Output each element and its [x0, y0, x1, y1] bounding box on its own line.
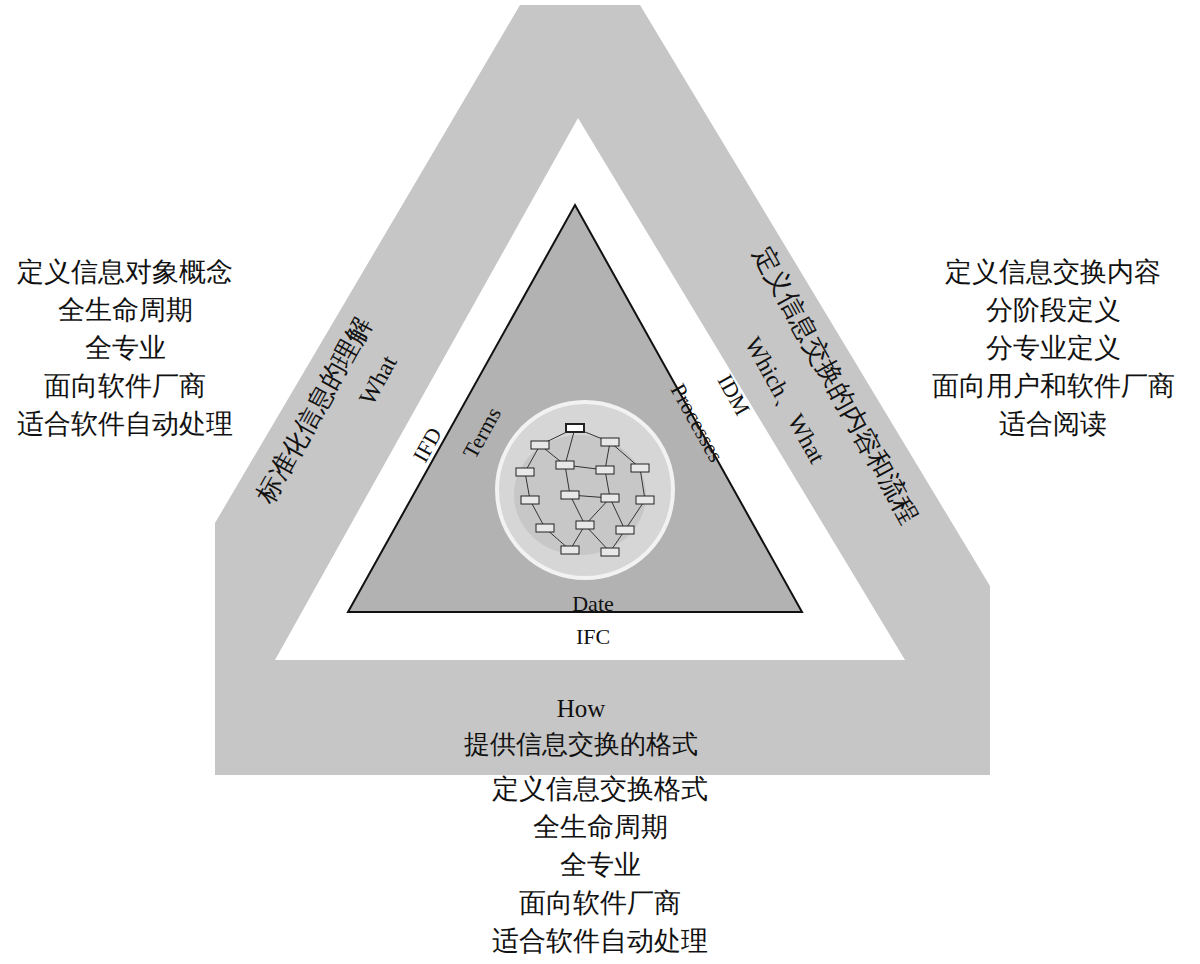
- outer-band-shape: [215, 5, 990, 775]
- band-question: How: [557, 695, 606, 723]
- network-illustration: [497, 402, 673, 578]
- network-link: [640, 468, 645, 500]
- network-node-box: [576, 521, 594, 529]
- network-node-box: [636, 496, 654, 504]
- network-node-box: [601, 438, 619, 446]
- band-title: 提供信息交换的格式: [464, 731, 698, 760]
- network-node-box: [561, 546, 579, 554]
- standard-name: IDM: [712, 370, 754, 419]
- network-node-box: [561, 491, 579, 499]
- network-node-box: [536, 524, 554, 532]
- outer-band: 标准化信息的理解What定义信息交换的内容和流程Which、WhatHow提供信…: [200, 0, 1000, 790]
- description-text: 定义信息交换内容 分阶段定义 分专业定义 面向用户和软件厂商 适合阅读: [932, 253, 1175, 443]
- network-node-box: [556, 461, 574, 469]
- inner-triangle-shape: [348, 205, 802, 612]
- network-link: [610, 498, 625, 530]
- network-node-box: [531, 441, 549, 449]
- network-shade: [514, 435, 646, 555]
- network-link: [565, 428, 575, 465]
- standard-role: Date: [572, 592, 614, 616]
- network-node-box: [516, 468, 534, 476]
- network-node-box: [631, 464, 649, 472]
- network-node-box: [601, 548, 619, 556]
- standard-name: IFC: [576, 625, 610, 649]
- network-node-box: [521, 496, 539, 504]
- network-circle: [497, 402, 673, 578]
- network-node-box: [616, 526, 634, 534]
- inner-triangle: IFDTermsIDMProcessesDateIFC: [340, 195, 820, 655]
- network-node-box: [601, 494, 619, 502]
- network-node-box: [566, 424, 584, 432]
- description-text: 定义信息对象概念 全生命周期 全专业 面向软件厂商 适合软件自动处理: [17, 253, 233, 443]
- inner-triangle-outline: [340, 195, 820, 655]
- description-text: 定义信息交换格式 全生命周期 全专业 面向软件厂商 适合软件自动处理: [492, 770, 708, 960]
- network-node-box: [596, 466, 614, 474]
